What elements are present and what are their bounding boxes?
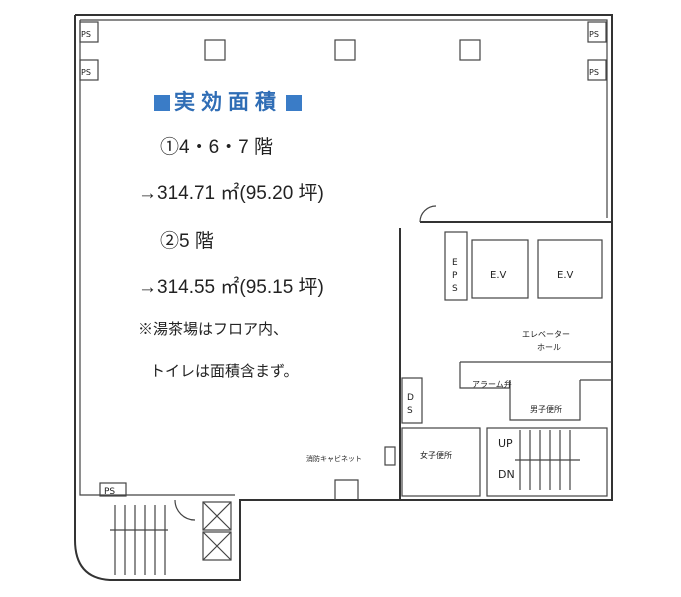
floor-area-1: →314.71 ㎡(95.20 坪) — [138, 183, 324, 204]
note-line-2: トイレは面積含まず。 — [150, 363, 299, 380]
stairwell — [486, 427, 608, 497]
dn-label: DN — [498, 468, 515, 481]
elevator — [471, 239, 529, 299]
ps-label: PS — [81, 30, 91, 39]
column — [459, 39, 481, 61]
elevator — [537, 239, 603, 299]
door-swing — [174, 499, 196, 521]
outer-wall — [74, 14, 613, 581]
womens-toilet — [401, 427, 481, 497]
elevator-hall-label: ホール — [537, 343, 561, 352]
stairs — [515, 430, 580, 490]
ev-label: E.V — [490, 270, 506, 281]
ps-label: PS — [589, 30, 599, 39]
shaft — [202, 531, 232, 561]
shaft — [202, 501, 232, 531]
column — [204, 39, 226, 61]
ev-label: E.V — [557, 270, 573, 281]
ps-label: PS — [81, 68, 91, 77]
note-line-1: ※湯茶場はフロア内、 — [138, 321, 289, 338]
floor-area-2: →314.55 ㎡(95.15 坪) — [138, 277, 324, 298]
column — [334, 39, 356, 61]
square-icon — [154, 95, 170, 111]
eps-label: E — [452, 258, 458, 268]
effective-area-title: 実効面積 — [150, 86, 306, 116]
ps-label: PS — [104, 487, 115, 497]
ds-room — [401, 377, 423, 424]
ds-label: D — [407, 393, 414, 403]
alarm-valve-label: アラーム弁 — [472, 379, 512, 389]
eps-label: P — [452, 271, 458, 281]
eps-room — [444, 231, 468, 301]
up-label: UP — [498, 437, 513, 450]
ps-label: PS — [589, 68, 599, 77]
door-swing — [419, 205, 437, 223]
square-icon — [286, 95, 302, 111]
title-text: 実効面積 — [174, 90, 282, 114]
womens-toilet-label: 女子便所 — [420, 450, 452, 460]
cabinet — [384, 446, 396, 466]
mens-toilet-label: 男子便所 — [530, 404, 562, 414]
eps-label: S — [452, 284, 458, 294]
floor-label-1: ①4・6・7 階 — [160, 137, 273, 158]
cabinet-label: 消防キャビネット — [306, 454, 362, 463]
floor-label-2: ②5 階 — [160, 231, 214, 252]
ds-label: S — [407, 406, 413, 416]
elevator-hall-label: エレベーター — [522, 330, 570, 339]
stairs — [110, 505, 168, 575]
